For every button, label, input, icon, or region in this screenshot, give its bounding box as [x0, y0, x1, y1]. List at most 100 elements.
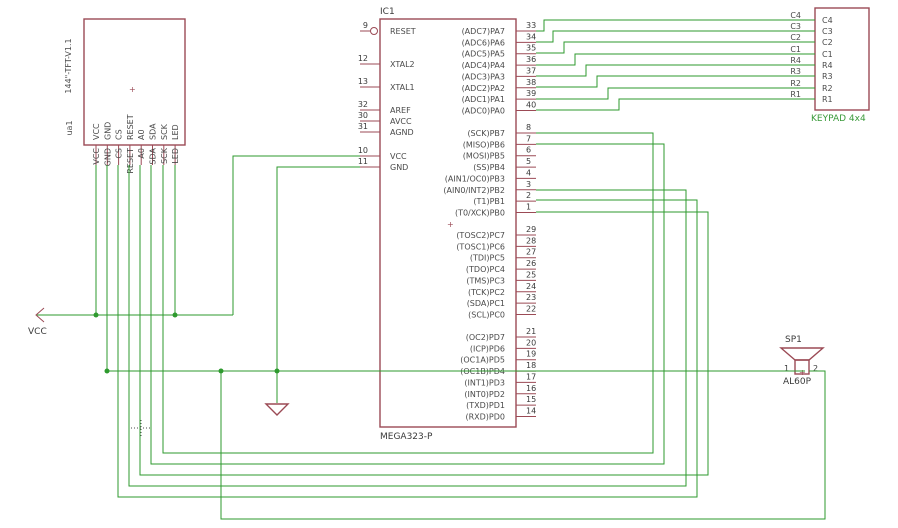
keypad-net-r2: R2: [790, 79, 801, 88]
ic1-left-pins: 9RESET12XTAL213XTAL132AREF30AVCC31AGND10…: [358, 21, 416, 172]
keypad-body: [814, 7, 870, 111]
lcd-ref: ua1: [65, 120, 74, 135]
ic1-pin-name-tosc1-pc6: (TOSC1)PC6: [456, 242, 505, 251]
ic1-pin-num-32: 32: [358, 100, 368, 109]
speaker-cone: [779, 347, 825, 361]
ic1-pin-name-vcc: VCC: [390, 152, 407, 161]
lcd-pin-label-inner-a0: A0: [137, 129, 146, 140]
keypad-net-r1: R1: [790, 90, 801, 99]
wire-pa7-c4: [536, 19, 815, 32]
ic1-pin-name-ss-pb4: (SS)PB4: [473, 163, 505, 172]
ic1-pin-name-int1-pd3: (INT1)PD3: [464, 378, 505, 387]
lcd-pin-label-outer-sda: SDA: [149, 147, 158, 164]
lcd-pin-label-inner-led: LED: [171, 124, 180, 140]
keypad-net-c4: C4: [790, 11, 801, 20]
wire-a0-pb0: [139, 165, 709, 476]
ic1-pin-num-11: 11: [358, 157, 368, 166]
keypad-net-r4: R4: [790, 56, 801, 65]
ic1-pin-num-26: 26: [526, 259, 536, 268]
ic1-origin-cross: +: [447, 220, 454, 229]
ic1-pin-num-7: 7: [526, 134, 531, 143]
ic1-pin-name-scl-pc0: (SCL)PC0: [468, 311, 505, 320]
wire-pa1-r2: [536, 87, 815, 100]
ic1-pin-name-ain1-oc0-pb3: (AIN1/OC0)PB3: [445, 174, 505, 183]
junction-gnd-speaker: [218, 368, 224, 374]
ic1-pin-name-adc3-pa3: (ADC3)PA3: [462, 72, 505, 81]
lcd-pin-label-inner-gnd: GND: [103, 122, 112, 140]
ic1-pin-name-tck-pc2: (TCK)PC2: [468, 288, 505, 297]
wire-pa5-c2: [536, 41, 815, 54]
ic1-pin-num-1: 1: [526, 203, 531, 212]
lcd-name: 144"-TFT-V1.1: [64, 38, 73, 93]
lcd-module[interactable]: 144"-TFT-V1.1 ua1 VCCVCCGNDGNDCSCSRESETR…: [64, 18, 186, 174]
ic1-pin-num-19: 19: [526, 350, 536, 359]
ic1-pin-name-avcc: AVCC: [390, 117, 412, 126]
ic1-pin-name-int0-pd2: (INT0)PD2: [464, 390, 505, 399]
ic1-pin-name-adc4-pa4: (ADC4)PA4: [462, 61, 505, 70]
ic1-right-pins: 33(ADC7)PA734(ADC6)PA635(ADC5)PA536(ADC4…: [443, 21, 536, 422]
reset-inversion-bubble: [370, 27, 378, 35]
speaker-sp1[interactable]: SP1 1 2 + AL60P: [779, 335, 825, 387]
speaker-value: AL60P: [783, 377, 812, 387]
ic1-pin-name-adc7-pa7: (ADC7)PA7: [462, 27, 505, 36]
ic1-value: MEGA323-P: [380, 432, 433, 442]
ic1-mcu[interactable]: IC1 MEGA323-P + 9RESET12XTAL213XTAL132AR…: [358, 7, 536, 442]
ic1-pin-num-18: 18: [526, 361, 536, 370]
ic1-pin-num-23: 23: [526, 293, 536, 302]
ic1-pin-num-20: 20: [526, 338, 536, 347]
ic1-pin-name-adc5-pa5: (ADC5)PA5: [462, 50, 505, 59]
ic1-pin-num-40: 40: [526, 101, 536, 110]
ic1-pin-name-adc0-pa0: (ADC0)PA0: [462, 107, 505, 116]
ic1-pin-num-36: 36: [526, 55, 536, 64]
ic1-pin-name-aref: AREF: [390, 106, 411, 115]
ic1-pin-num-39: 39: [526, 89, 536, 98]
ic1-pin-name-tdo-pc4: (TDO)PC4: [466, 265, 505, 274]
lcd-origin-cross: +: [129, 85, 136, 94]
ic1-pin-name-t0-xck-pb0: (T0/XCK)PB0: [455, 209, 505, 218]
ic1-body: [379, 18, 517, 428]
ic1-pin-name-txd-pd1: (TXD)PD1: [466, 401, 505, 410]
lcd-body: [83, 18, 186, 146]
ic1-pin-num-10: 10: [358, 146, 368, 155]
keypad-pin-c4: C4: [822, 16, 833, 25]
keypad-pin-r4: R4: [822, 61, 833, 70]
ic1-pin-name-oc2-pd7: (OC2)PD7: [466, 333, 505, 342]
ic1-pin-name-oc1b-pd4: (OC1B)PD4: [460, 367, 505, 376]
ic1-pin-name-xtal1: XTAL1: [390, 83, 415, 92]
ic1-pin-num-33: 33: [526, 21, 536, 30]
keypad-pin-c1: C1: [822, 50, 833, 59]
ic1-pin-name-oc1a-pd5: (OC1A)PD5: [460, 356, 505, 365]
ic1-pin-num-21: 21: [526, 327, 536, 336]
wire-speaker-pin2: [220, 370, 826, 520]
wire-pa4-c1: [536, 53, 815, 66]
keypad-value: KEYPAD 4x4: [811, 114, 866, 124]
ic1-pin-num-8: 8: [526, 123, 531, 132]
lcd-pin-label-outer-vcc: VCC: [92, 148, 101, 165]
ic1-pin-num-17: 17: [526, 372, 536, 381]
ic1-pin-name-reset: RESET: [390, 27, 416, 36]
keypad-net-c1: C1: [790, 45, 801, 54]
lcd-pin-label-outer-led: LED: [171, 148, 180, 164]
ic1-pin-num-31: 31: [358, 122, 368, 131]
keypad-pin-c3: C3: [822, 27, 833, 36]
ic1-pin-num-27: 27: [526, 248, 536, 257]
gnd-symbol: [264, 371, 290, 416]
lcd-pin-label-inner-sck: SCK: [160, 123, 169, 140]
ic1-pin-num-28: 28: [526, 236, 536, 245]
lcd-pin-label-outer-cs: CS: [115, 148, 124, 159]
ic1-pin-name-adc6-pa6: (ADC6)PA6: [462, 38, 505, 47]
keypad-pin-r1: R1: [822, 95, 833, 104]
wire-pa3-r4: [536, 64, 815, 77]
ic1-pin-num-2: 2: [526, 191, 531, 200]
ic1-pin-num-5: 5: [526, 157, 531, 166]
lcd-pin-label-outer-a0: A0: [137, 148, 146, 159]
ic1-pin-name-xtal2: XTAL2: [390, 60, 415, 69]
ic1-pin-num-13: 13: [358, 77, 368, 86]
vcc-supply: VCC: [28, 307, 96, 337]
wire-pa2-r3: [536, 75, 815, 88]
wire-ic-vcc: [232, 155, 360, 315]
ic1-pin-num-37: 37: [526, 66, 536, 75]
